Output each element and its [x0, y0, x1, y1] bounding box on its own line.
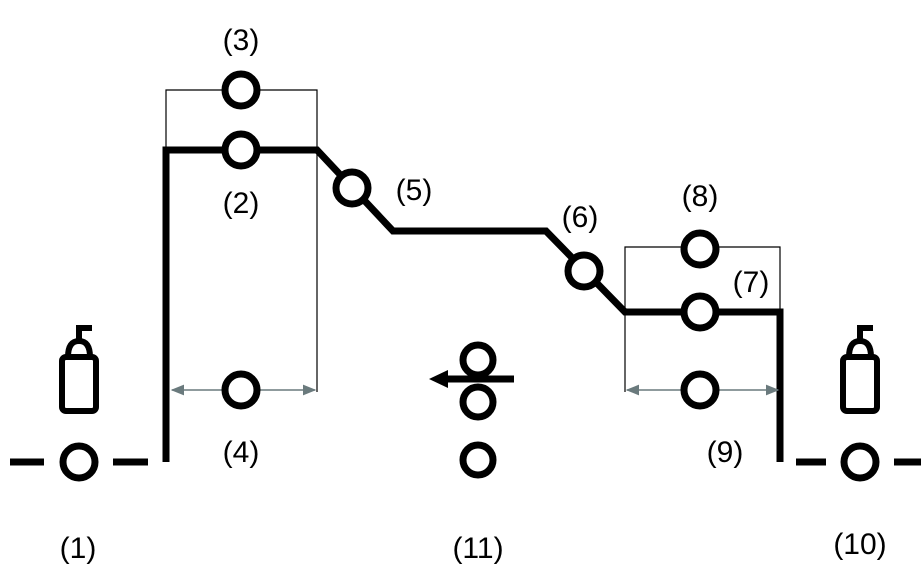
label-2: (2) [223, 187, 260, 220]
right-gas-cylinder-icon [840, 325, 880, 414]
label-4: (4) [223, 436, 260, 469]
label-6: (6) [562, 201, 599, 234]
label-10: (10) [833, 528, 886, 561]
label-7: (7) [733, 266, 770, 299]
node-9-circle [680, 370, 720, 410]
label-11: (11) [452, 532, 503, 565]
node-3-circle [221, 70, 261, 110]
label-1: (1) [60, 532, 97, 565]
label-8: (8) [682, 180, 719, 213]
node-1-circle [59, 442, 99, 482]
node-10-circle [840, 442, 880, 482]
left-gas-cylinder-icon [59, 325, 99, 414]
label-9: (9) [707, 436, 744, 469]
node-5-circle [332, 168, 372, 208]
label-5: (5) [396, 174, 433, 207]
three-circle-stack-icon [429, 341, 514, 479]
node-7-circle [680, 292, 720, 332]
node-8-circle [680, 229, 720, 269]
profile-line [162, 146, 784, 462]
node-6-circle [564, 251, 604, 291]
node-2-circle [221, 130, 261, 170]
label-3: (3) [223, 24, 260, 57]
node-4-circle [221, 370, 261, 410]
